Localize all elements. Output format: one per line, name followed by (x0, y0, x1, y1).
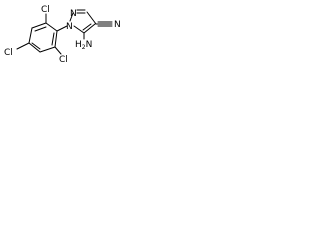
bond-c4-c5 (83, 23, 96, 34)
bond-ring-a6-a1 (54, 30, 58, 48)
amino-n: N (86, 40, 93, 50)
bond-ring-inner (51, 32, 55, 46)
atom-cl-bottom: Cl (59, 55, 68, 65)
bond-ring-a2-a3 (31, 22, 47, 29)
atom-cl-left: Cl (4, 48, 13, 58)
structure-diagram: N N N H2N Cl Cl Cl (4, 5, 121, 65)
amino-sub: 2 (82, 44, 86, 51)
bonds (16, 9, 113, 55)
bond-c4-c5-inner (82, 23, 92, 31)
atom-n1: N (66, 22, 73, 32)
bond-n1-aryl (56, 25, 68, 32)
bond-c3-c4 (86, 11, 97, 25)
bond-ring-a5-a6 (39, 46, 56, 53)
bond-ring-a4-a5 (28, 42, 41, 53)
bond-c5-n1 (73, 25, 85, 34)
bond-aryl-cl-left (16, 42, 30, 50)
bond-n2-n1 (69, 12, 74, 22)
bond-ring-inner (31, 42, 41, 50)
atom-n2: N (70, 9, 77, 19)
bond-ring-a1-a2 (45, 22, 58, 32)
atom-nitrile-n: N (114, 20, 121, 30)
amino-h: H (75, 40, 82, 50)
bond-ring-inner (34, 26, 47, 32)
atom-amino: H2N (75, 40, 92, 51)
bond-ring-a3-a4 (28, 27, 33, 44)
atom-cl-top: Cl (41, 5, 50, 15)
bond-aryl-cl-bottom (54, 46, 62, 55)
